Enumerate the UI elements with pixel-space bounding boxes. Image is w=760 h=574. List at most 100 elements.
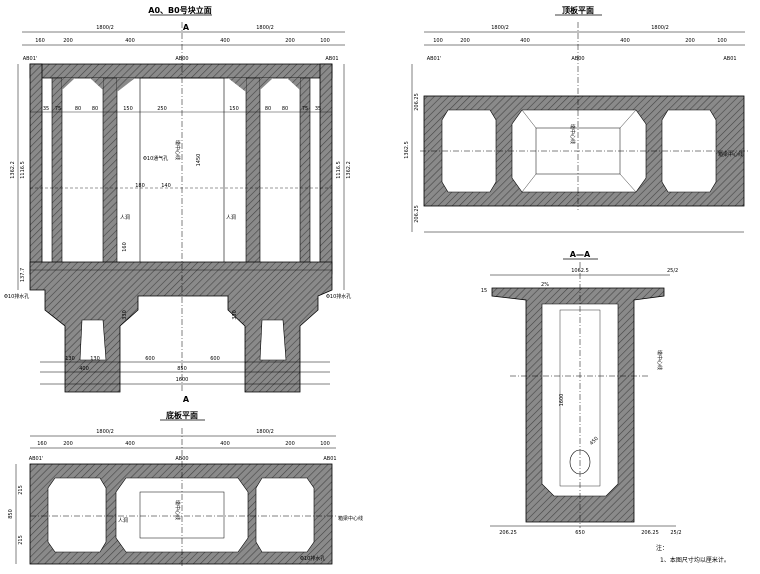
drain-hole-left: Φ10排水孔: [4, 293, 29, 300]
tp-dim-400: 400: [520, 38, 530, 44]
bp-drain-hole-label: Φ10排水孔: [300, 555, 325, 562]
dim-web-80d: 80: [282, 106, 288, 112]
sec-dim-206a: 206.25: [499, 530, 517, 536]
sec-dim-650: 650: [575, 530, 585, 536]
dim-web-80c: 80: [265, 106, 271, 112]
bp-dim-100: 100: [320, 441, 330, 447]
tp-dim-206b: 206.25: [414, 205, 420, 223]
dim-web-80b: 80: [92, 106, 98, 112]
dim-140: 140: [161, 183, 171, 189]
tp-ref-ab01: AB01: [723, 56, 736, 62]
dim-160: 160: [35, 38, 45, 44]
tp-dim-206a: 206.25: [414, 93, 420, 111]
sec-dim-15: 15: [481, 288, 487, 294]
bp-dim-400: 400: [125, 441, 135, 447]
dim-web-35b: 35: [315, 106, 321, 112]
sec-slope: 2%: [541, 282, 549, 288]
dim-137: 137.7: [20, 268, 26, 282]
bp-dim-half-right: 1800/2: [256, 429, 274, 435]
dim-850: 850: [177, 366, 187, 372]
bp-dim-400b: 400: [220, 441, 230, 447]
dim-1116r: 1116.5: [336, 161, 342, 179]
section-mark-top: A: [183, 23, 190, 32]
dim-330: 330: [122, 310, 128, 320]
tp-dim-200: 200: [460, 38, 470, 44]
dim-web-80: 80: [75, 106, 81, 112]
bp-dim-850: 850: [8, 509, 14, 519]
top-plan-view: 顶板平面 1800/2 1800/2 100 200 400 400 200 1…: [404, 5, 748, 233]
tp-ref-ab01p: AB01': [427, 56, 442, 62]
notes-line1: 1、本图尺寸均以厘米计。: [660, 556, 730, 564]
tp-dim-half-right: 1800/2: [651, 25, 669, 31]
dim-400b: 400: [79, 366, 89, 372]
sec-pier-centerline-label: 墩中心线: [656, 350, 663, 370]
people-hole-left: 人洞: [120, 214, 130, 221]
dim-100: 100: [320, 38, 330, 44]
dim-600b: 600: [210, 356, 220, 362]
sec-dim-rtop: 25/2: [667, 268, 678, 274]
tp-dim-100b: 100: [717, 38, 727, 44]
vent-hole-label: Φ10通气孔: [143, 155, 168, 162]
bp-dim-160: 160: [37, 441, 47, 447]
dim-200: 200: [63, 38, 73, 44]
dim-web-150: 150: [123, 106, 133, 112]
dim-1362: 1362.2: [10, 161, 16, 179]
dim-half-right: 1800/2: [256, 25, 274, 31]
tp-dim-100: 100: [433, 38, 443, 44]
section-mark-bottom: A: [183, 395, 190, 404]
drain-hole-right: Φ10排水孔: [326, 293, 351, 300]
bottom-plan-view: 底板平面 1800/2 1800/2 160 200 400 400 200 1…: [8, 410, 363, 568]
elevation-view: A0、B0号块立面 1800/2 1800/2 160 200 400 400 …: [4, 5, 352, 404]
sec-dim-25: 25/2: [670, 530, 681, 536]
tp-pier-centerline-label: 墩中心线: [569, 124, 576, 144]
notes-heading: 注：: [656, 544, 668, 552]
bp-dim-200b: 200: [285, 441, 295, 447]
top-plan-title: 顶板平面: [562, 5, 594, 15]
elevation-title: A0、B0号块立面: [148, 5, 211, 15]
dim-600: 600: [145, 356, 155, 362]
bp-box-centerline-label: 箱梁中心线: [338, 515, 363, 522]
dim-180: 180: [135, 183, 145, 189]
dim-130b: 130: [90, 356, 100, 362]
dim-160: 160: [122, 242, 128, 252]
dim-1450: 1450: [196, 154, 202, 167]
ref-ab01: AB01: [325, 56, 338, 62]
dim-web-150b: 150: [229, 106, 239, 112]
bp-pier-centerline-label: 墩中心线: [174, 500, 181, 520]
sec-dim-206b: 206.25: [641, 530, 659, 536]
dim-400b: 400: [220, 38, 230, 44]
bp-dim-200: 200: [63, 441, 73, 447]
notes-block: 注： 1、本图尺寸均以厘米计。: [656, 544, 730, 564]
dim-half-left: 1800/2: [96, 25, 114, 31]
tp-dim-400b: 400: [620, 38, 630, 44]
pier-centerline-label: 墩中心线: [174, 140, 181, 160]
dim-1600: 1600: [176, 377, 189, 383]
bp-dim-215a: 215: [18, 485, 24, 495]
tp-dim-half-left: 1800/2: [491, 25, 509, 31]
bp-dim-215b: 215: [18, 535, 24, 545]
people-hole-right: 人洞: [226, 214, 236, 221]
bp-ref-ab01: AB01: [323, 456, 336, 462]
ref-ab01p: AB01': [23, 56, 38, 62]
dim-400: 400: [125, 38, 135, 44]
dim-web-75b: 75: [302, 106, 308, 112]
dim-1116: 1116.5: [20, 161, 26, 179]
sec-dim-450: 450: [589, 436, 600, 447]
dim-web-250: 250: [157, 106, 167, 112]
bp-dim-half-left: 1800/2: [96, 429, 114, 435]
bp-people-hole-label: 人洞: [118, 517, 128, 524]
dim-1362r: 1362.2: [346, 161, 352, 179]
dim-web-75: 75: [55, 106, 61, 112]
tp-dim-200b: 200: [685, 38, 695, 44]
bp-ref-ab01p: AB01': [29, 456, 44, 462]
dim-130: 130: [65, 356, 75, 362]
tp-dim-1362: 1362.5: [404, 141, 410, 159]
sec-dim-1600: 1600: [559, 394, 565, 407]
dim-200b: 200: [285, 38, 295, 44]
dim-330r: 330: [232, 310, 238, 320]
section-title: A—A: [570, 250, 591, 259]
dim-web-35: 35: [43, 106, 49, 112]
section-view: A—A 1062.5 25/2 15 2% 1600 450 墩中心线 206.…: [481, 250, 682, 536]
